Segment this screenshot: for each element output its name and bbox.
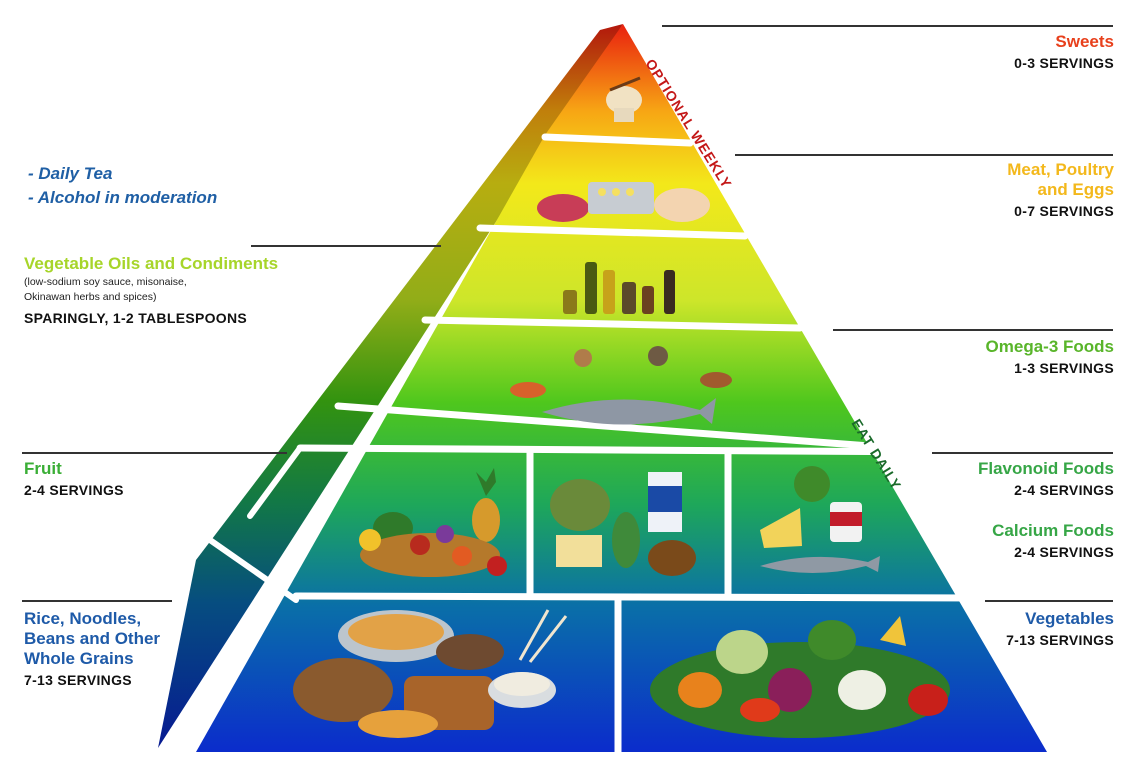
vegetables-servings: 7-13 SERVINGS bbox=[1006, 632, 1114, 648]
fruit-illustration bbox=[359, 468, 507, 577]
grains-title-line3: Whole Grains bbox=[24, 649, 134, 668]
fruit-label: Fruit 2-4 SERVINGS bbox=[24, 459, 264, 498]
grains-servings: 7-13 SERVINGS bbox=[24, 672, 132, 688]
oils-title: Vegetable Oils and Condiments bbox=[24, 254, 279, 273]
leader-lines bbox=[22, 25, 1113, 602]
daily-tea-note: - Daily Tea - Alcohol in moderation bbox=[28, 162, 217, 210]
flavonoid-title: Flavonoid Foods bbox=[978, 459, 1114, 478]
calcium-servings: 2-4 SERVINGS bbox=[1014, 544, 1114, 560]
sweets-illustration bbox=[606, 76, 642, 122]
oils-illustration bbox=[563, 262, 675, 314]
meat-servings: 0-7 SERVINGS bbox=[1014, 203, 1114, 219]
grains-title-line1: Rice, Noodles, bbox=[24, 609, 142, 628]
meat-label: Meat, Poultry and Eggs 0-7 SERVINGS bbox=[814, 160, 1114, 219]
omega3-title: Omega-3 Foods bbox=[985, 337, 1114, 356]
omega3-label: Omega-3 Foods 1-3 SERVINGS bbox=[814, 337, 1114, 376]
calcium-title: Calcium Foods bbox=[992, 521, 1114, 540]
sweets-servings: 0-3 SERVINGS bbox=[1014, 55, 1114, 71]
meat-title-line2: and Eggs bbox=[1037, 180, 1114, 199]
calcium-label: Calcium Foods 2-4 SERVINGS bbox=[814, 521, 1114, 560]
tier-separators bbox=[207, 133, 989, 756]
meat-eggs-illustration bbox=[537, 182, 710, 222]
grains-title-line2: Beans and Other bbox=[24, 629, 161, 648]
grains-label: Rice, Noodles, Beans and Other Whole Gra… bbox=[24, 609, 224, 688]
vegetables-title: Vegetables bbox=[1025, 609, 1114, 628]
oils-note-line2: Okinawan herbs and spices) bbox=[24, 291, 157, 303]
oils-note-line1: (low-sodium soy sauce, misonaise, bbox=[24, 276, 187, 288]
sweets-title: Sweets bbox=[1055, 32, 1114, 51]
vegetables-label: Vegetables 7-13 SERVINGS bbox=[814, 609, 1114, 648]
omega3-illustration bbox=[510, 346, 732, 425]
flavonoid-servings: 2-4 SERVINGS bbox=[1014, 482, 1114, 498]
flavonoid-calcium-illustration-left bbox=[550, 472, 696, 576]
daily-tea-text: - Daily Tea bbox=[28, 164, 113, 183]
fruit-servings: 2-4 SERVINGS bbox=[24, 482, 124, 498]
oils-servings: SPARINGLY, 1-2 TABLESPOONS bbox=[24, 310, 248, 326]
oils-label: Vegetable Oils and Condiments (low-sodiu… bbox=[24, 254, 364, 326]
sweets-label: Sweets 0-3 SERVINGS bbox=[814, 32, 1114, 71]
fruit-title: Fruit bbox=[24, 459, 62, 478]
vegetables-illustration bbox=[650, 616, 950, 738]
alcohol-text: - Alcohol in moderation bbox=[28, 188, 218, 207]
grains-illustration bbox=[293, 609, 568, 738]
meat-title-line1: Meat, Poultry bbox=[1007, 160, 1114, 179]
omega3-servings: 1-3 SERVINGS bbox=[1014, 360, 1114, 376]
flavonoid-calcium-illustration-right bbox=[760, 466, 880, 573]
flavonoid-label: Flavonoid Foods 2-4 SERVINGS bbox=[814, 459, 1114, 498]
